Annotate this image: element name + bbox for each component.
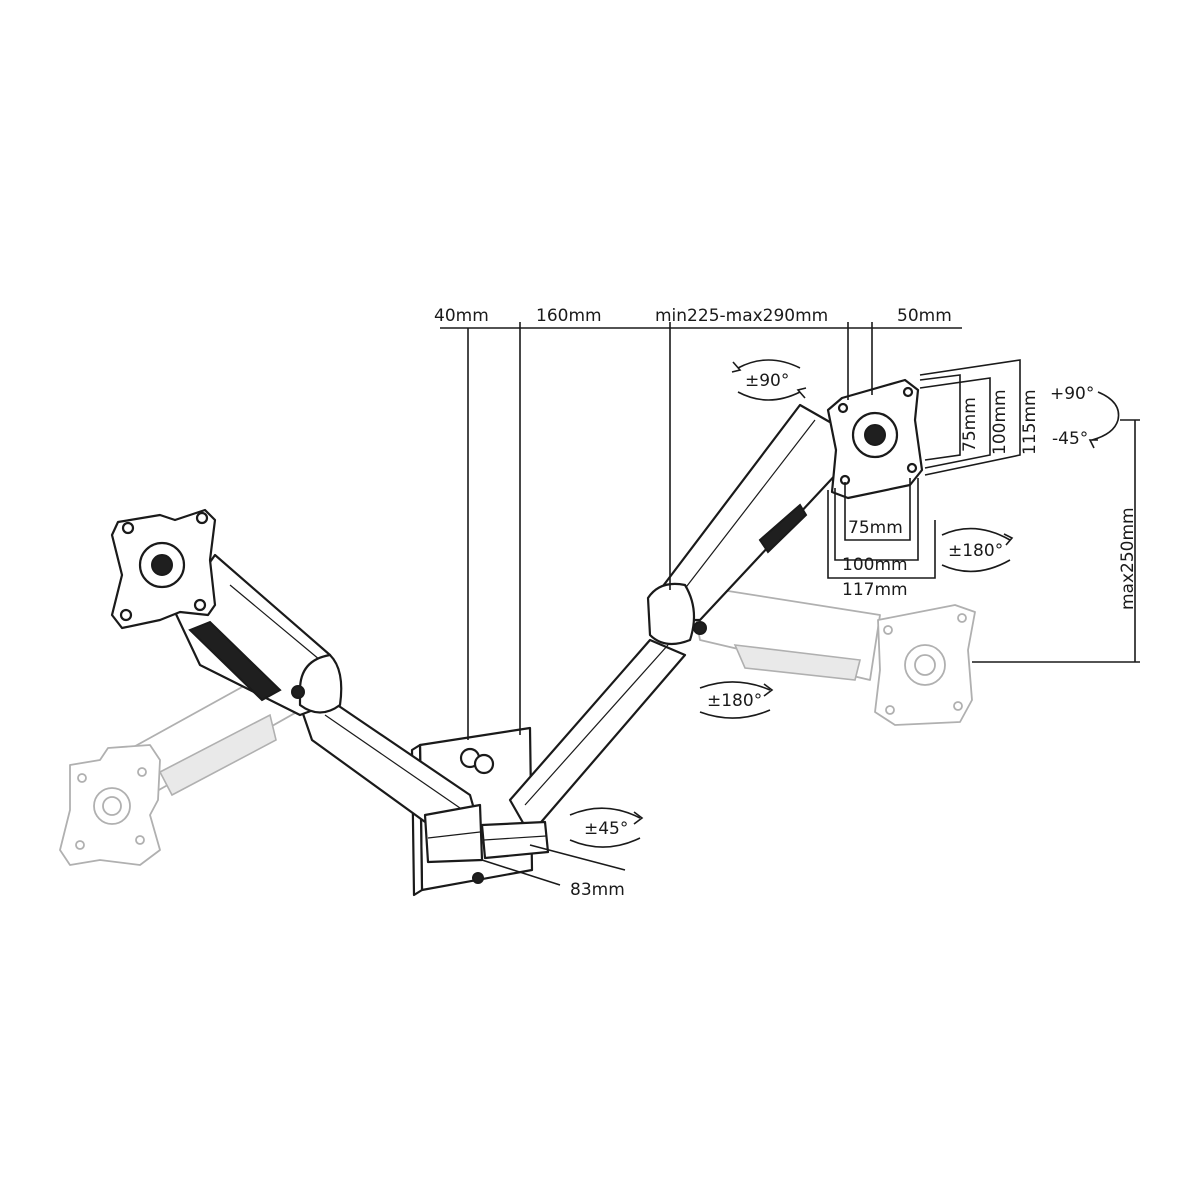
base-depth-label: 83mm xyxy=(570,880,625,900)
base-depth-dimension-lines xyxy=(481,844,626,886)
right-lower-arm xyxy=(508,638,687,837)
right-base-joint xyxy=(480,820,550,860)
left-elbow-joint xyxy=(291,653,343,714)
dim-160mm-label: 160mm xyxy=(536,306,602,326)
ghost-right-arm xyxy=(689,584,881,681)
vesa-horizontal-dimension-lines xyxy=(827,478,936,579)
rotation-arrow-base xyxy=(569,807,644,848)
rotate-joint-label: ±180° xyxy=(707,691,762,711)
vesa-100-vertical-label: 100mm xyxy=(990,389,1010,455)
dim-50mm-label: 50mm xyxy=(897,306,952,326)
top-dimension-lines xyxy=(440,322,962,740)
rotate-plate-label: ±180° xyxy=(948,541,1003,561)
tilt-down-label: -45° xyxy=(1052,429,1088,449)
vesa-75-vertical-label: 75mm xyxy=(960,397,980,452)
rotation-arrow-plate xyxy=(941,527,1014,573)
left-vesa-plate xyxy=(110,508,217,630)
height-dimension-lines xyxy=(972,419,1140,663)
vesa-100-horizontal-label: 100mm xyxy=(842,555,908,575)
rotation-arrow-tilt xyxy=(1088,391,1120,449)
ghost-left-vesa-plate xyxy=(59,744,161,866)
vesa-vertical-dimension-lines xyxy=(919,359,1021,476)
height-range-label: max250mm xyxy=(1118,507,1138,610)
vesa-117-horizontal-label: 117mm xyxy=(842,580,908,600)
rotation-arrow-joint xyxy=(699,681,774,719)
rotation-arrow-top xyxy=(731,359,807,401)
tilt-top-label: ±90° xyxy=(745,371,789,391)
left-base-joint xyxy=(423,803,484,864)
dim-arm-range-label: min225-max290mm xyxy=(655,306,828,326)
dim-40mm-label: 40mm xyxy=(434,306,489,326)
rotate-base-label: ±45° xyxy=(584,819,628,839)
right-vesa-plate xyxy=(826,378,924,500)
tilt-up-label: +90° xyxy=(1050,384,1094,404)
ghost-right-vesa-plate xyxy=(874,604,976,726)
vesa-115-vertical-label: 115mm xyxy=(1020,389,1040,455)
vesa-75-horizontal-label: 75mm xyxy=(848,518,903,538)
right-elbow-joint xyxy=(646,582,707,646)
